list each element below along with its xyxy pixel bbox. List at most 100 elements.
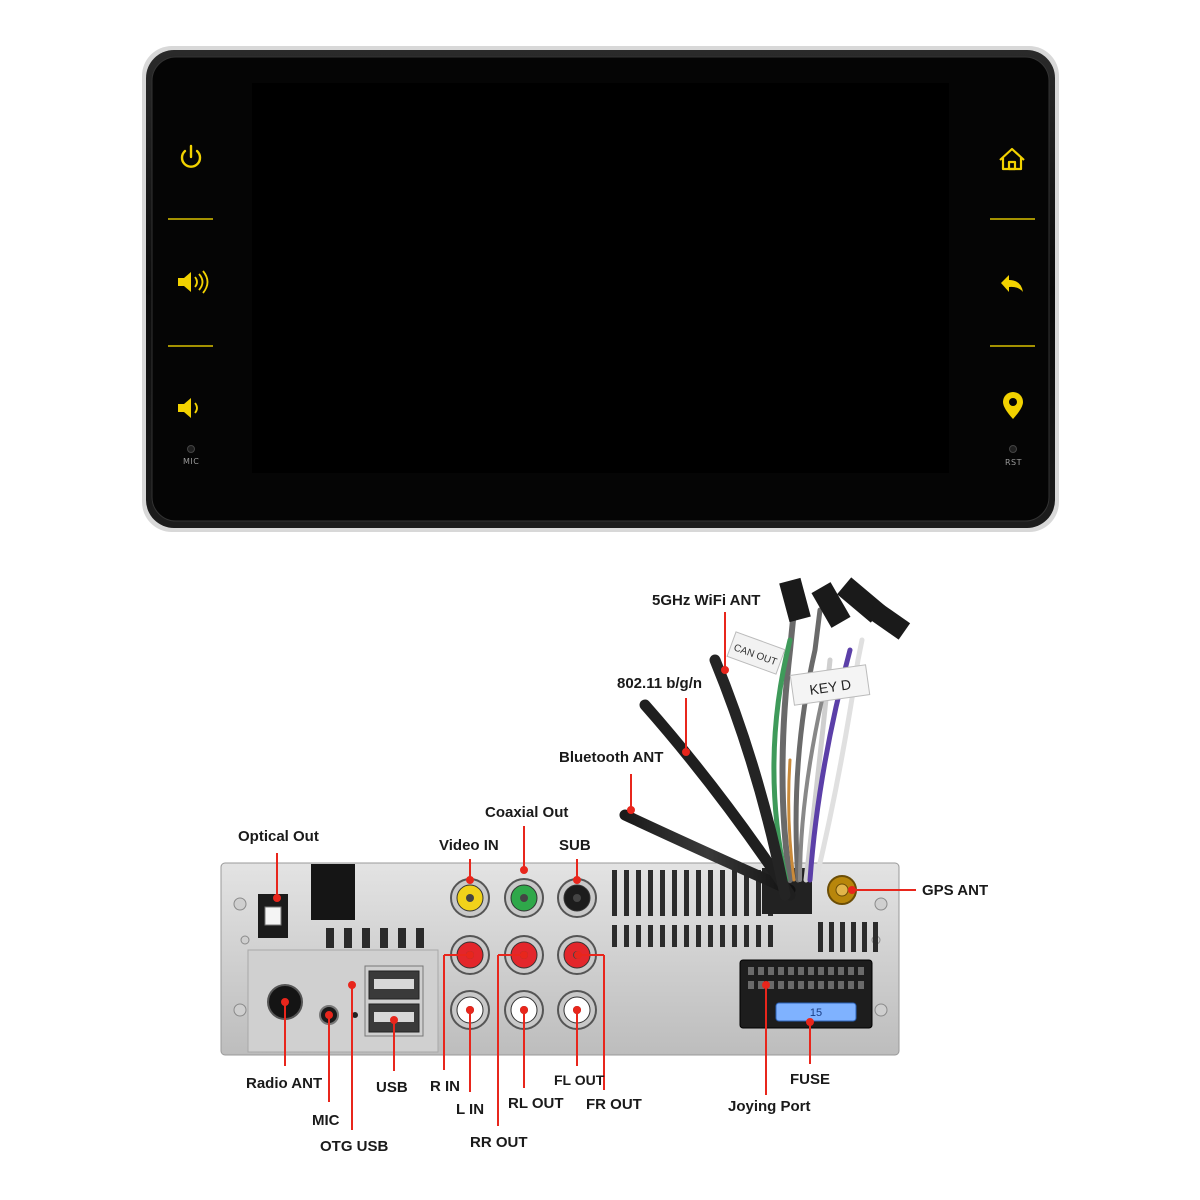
connector-pin [768, 981, 774, 989]
volume-down-button[interactable] [178, 398, 198, 418]
heatsink-fin [756, 870, 761, 916]
heatsink-fin [720, 925, 725, 947]
heatsink-fin [696, 925, 701, 947]
heatsink-fin [624, 925, 629, 947]
home-button[interactable] [999, 147, 1025, 171]
connector-pin [828, 981, 834, 989]
heatsink-fin [672, 870, 677, 916]
heatsink-fin [636, 870, 641, 916]
back-button[interactable] [1001, 275, 1023, 292]
heatsink-fin [720, 870, 725, 916]
heatsink-fin [672, 925, 677, 947]
connector-pin [778, 981, 784, 989]
heatsink-fin [636, 925, 641, 947]
heatsink-fin [696, 870, 701, 916]
radio-ant-label: Radio ANT [246, 1075, 323, 1092]
optical-out-window [264, 906, 282, 926]
volume-down-icon [178, 398, 198, 418]
heatsink-fin [684, 925, 689, 947]
volume-up-icon [178, 270, 209, 294]
fuse-value: 15 [810, 1007, 822, 1019]
navigation-pin-icon [1003, 392, 1023, 419]
video-in-label: Video IN [439, 837, 499, 854]
connector-pin [758, 967, 764, 975]
optical-out-label: Optical Out [238, 828, 319, 845]
heatsink-fin [380, 928, 388, 948]
r-in-label: R IN [430, 1078, 460, 1095]
reset-hole[interactable] [1009, 445, 1017, 453]
key-tag: KEY D [808, 676, 852, 698]
wifi-5g-label: 5GHz WiFi ANT [652, 592, 761, 609]
heatsink-fin [612, 925, 617, 947]
volume-up-button[interactable] [178, 270, 209, 294]
heatsink-fin [732, 870, 737, 916]
heatsink-fin [326, 928, 334, 948]
heatsink-fin [660, 870, 665, 916]
mic-label: MIC [183, 457, 200, 466]
gps-ant-label: GPS ANT [922, 882, 989, 899]
connector-pin [838, 981, 844, 989]
heatsink-fin [818, 922, 823, 952]
l-in-label: L IN [456, 1101, 485, 1118]
heatsink-fin [612, 870, 617, 916]
fl-out-label: FL OUT [554, 1072, 605, 1088]
connector-pin [818, 981, 824, 989]
heatsink-fin [708, 870, 713, 916]
joying-port-pins [748, 967, 864, 989]
bluetooth-ant-label: Bluetooth ANT [559, 749, 664, 766]
joying-port-label: Joying Port [728, 1098, 811, 1115]
heatsink-fin [648, 870, 653, 916]
otg-port [352, 1012, 358, 1018]
home-icon [999, 147, 1025, 171]
head-unit [142, 46, 1059, 532]
connector-pin [858, 967, 864, 975]
rca-jack-pin [466, 894, 474, 902]
connector-pin [808, 967, 814, 975]
connector-pin [848, 967, 854, 975]
rca-jack-pin [573, 894, 581, 902]
otg-usb-label: OTG USB [320, 1138, 389, 1155]
connector-pin [808, 981, 814, 989]
heatsink-fin [684, 870, 689, 916]
sub-label: SUB [559, 837, 591, 854]
heatsink-fin [862, 922, 867, 952]
back-icon [1001, 275, 1023, 292]
power-icon [180, 144, 202, 168]
heatsink-fin [708, 925, 713, 947]
rear-chassis: 15 [220, 862, 900, 1056]
display-screen[interactable] [252, 83, 949, 473]
rr-out-label: RR OUT [470, 1134, 528, 1151]
heatsink-fin [398, 928, 406, 948]
heatsink-fin [829, 922, 834, 952]
heatsink-fin [660, 925, 665, 947]
connector-pin [748, 981, 754, 989]
heatsink-fin [756, 925, 761, 947]
connector-pin [768, 967, 774, 975]
connector-pin [788, 981, 794, 989]
connector-pin [838, 967, 844, 975]
power-button[interactable] [180, 144, 202, 168]
rl-out-label: RL OUT [508, 1095, 564, 1112]
heatsink-fin [416, 928, 424, 948]
connector-plugs [779, 577, 911, 640]
fr-out-label: FR OUT [586, 1096, 642, 1113]
heatsink-fin [362, 928, 370, 948]
coaxial-out-label: Coaxial Out [485, 804, 569, 821]
connector-pin [788, 967, 794, 975]
heatsink-fin [873, 922, 878, 952]
heatsink-fin [851, 922, 856, 952]
usb-port-1-tongue [374, 979, 414, 989]
heatsink-fin [768, 925, 773, 947]
fuse-label: FUSE [790, 1071, 831, 1088]
connector-pin [858, 981, 864, 989]
bracket-block [311, 864, 355, 920]
connector-pin [828, 967, 834, 975]
connector-pin [818, 967, 824, 975]
connector-pin [798, 967, 804, 975]
navigation-button[interactable] [1003, 392, 1023, 419]
heatsink-fin [744, 925, 749, 947]
wifi-80211-label: 802.11 b/g/n [617, 675, 703, 692]
antenna-cables [619, 654, 796, 901]
connector-pin [848, 981, 854, 989]
